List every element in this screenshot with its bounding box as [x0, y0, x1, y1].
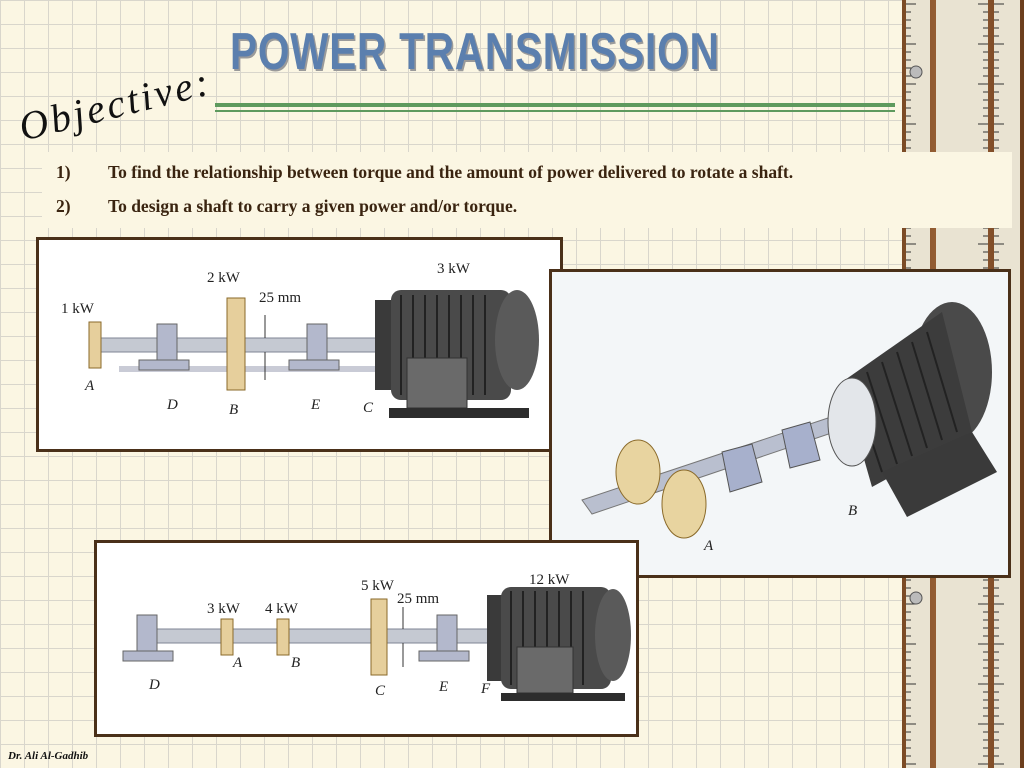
title-underline-thin	[215, 110, 895, 112]
objective-text: To find the relationship between torque …	[108, 162, 794, 182]
figure-motor-gears-3d: B A	[549, 269, 1011, 578]
objective-heading: Objective:	[14, 58, 216, 150]
point-label-c: C	[375, 683, 386, 699]
objective-text: To design a shaft to carry a given power…	[108, 196, 518, 216]
point-label-e: E	[438, 679, 448, 695]
point-label-d: D	[148, 677, 160, 693]
footer-author: Dr. Ali Al-Gadhib	[8, 750, 89, 762]
title-underline	[215, 103, 895, 107]
point-label-b: B	[848, 503, 857, 519]
power-label-a: 3 kW	[207, 601, 241, 617]
objective-item-2: 2) To design a shaft to carry a given pow…	[56, 196, 517, 217]
shaft-diameter-label: 25 mm	[259, 290, 301, 306]
power-label-a: 1 kW	[61, 301, 95, 317]
page-title: POWER TRANSMISSION	[230, 23, 720, 81]
shaft-diameter-label: 25 mm	[397, 591, 439, 607]
point-label-b: B	[291, 655, 300, 671]
point-label-a: A	[703, 538, 714, 554]
objective-number: 2)	[56, 196, 71, 216]
point-label-f: F	[480, 681, 491, 697]
point-label-e: E	[310, 397, 320, 413]
point-label-a: A	[84, 378, 95, 394]
point-label-b: B	[229, 402, 238, 418]
objectives-list: 1) To find the relationship between torqu…	[42, 152, 1012, 228]
point-label-c: C	[363, 400, 374, 416]
figure-shaft-four-gears: 3 kW 4 kW 5 kW 12 kW 25 mm A B C D E F	[94, 540, 639, 737]
objective-item-1: 1) To find the relationship between torqu…	[56, 162, 793, 183]
point-label-a: A	[232, 655, 243, 671]
power-label-b: 4 kW	[265, 601, 299, 617]
power-label-c: 3 kW	[437, 261, 471, 277]
power-label-motor: 12 kW	[529, 572, 570, 588]
objective-number: 1)	[56, 162, 71, 182]
power-label-b: 2 kW	[207, 270, 241, 286]
figure-shaft-three-gears: 1 kW 2 kW 3 kW 25 mm A D B E C	[36, 237, 563, 452]
power-label-c: 5 kW	[361, 578, 395, 594]
point-label-d: D	[166, 397, 178, 413]
